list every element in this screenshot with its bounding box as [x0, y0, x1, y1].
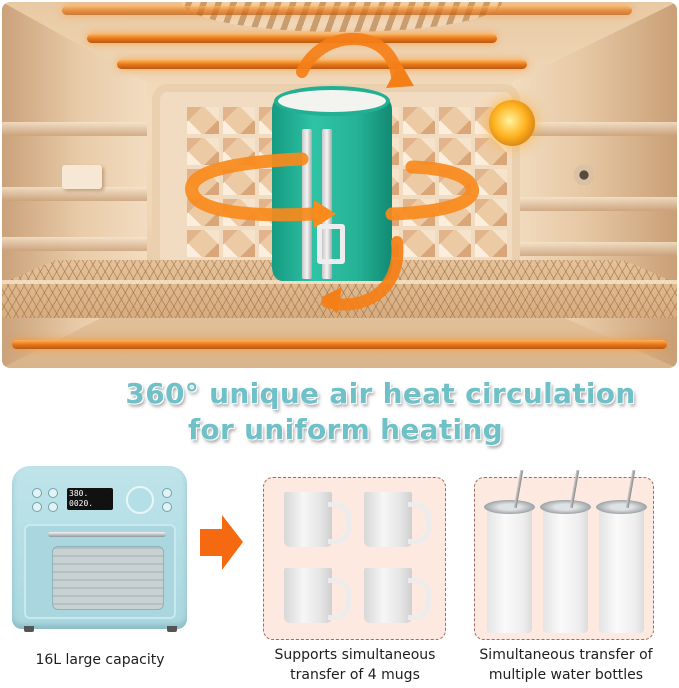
- mugs-panel: [263, 477, 446, 640]
- bottles-caption: Simultaneous transfer of multiple water …: [479, 647, 653, 683]
- rack-clip: [62, 165, 102, 189]
- mug: [284, 568, 351, 623]
- mug: [284, 492, 351, 547]
- oven-interior-image: [2, 2, 677, 368]
- wall-bolt: [574, 165, 594, 185]
- headline: 360° unique air heat circulation for uni…: [0, 376, 679, 448]
- oven-display: 380. 0020.: [67, 488, 113, 510]
- headline-line-2: for uniform heating: [187, 413, 504, 446]
- arrow-right-icon: [200, 515, 243, 570]
- air-fryer-oven-image: 380. 0020.: [12, 466, 187, 636]
- oven-lamp-icon: [489, 100, 535, 146]
- tumbler: [484, 470, 535, 633]
- heating-element-bottom: [12, 340, 667, 349]
- air-circulation-arrows: [185, 32, 479, 314]
- heating-element-top-2: [117, 60, 527, 69]
- capacity-caption: 16L large capacity: [35, 652, 165, 668]
- mug: [364, 492, 431, 547]
- mug: [364, 568, 431, 623]
- tumbler: [596, 470, 647, 633]
- tumbler: [540, 470, 591, 633]
- heating-element-top-3: [62, 6, 632, 15]
- mug-press-wrap: [272, 84, 392, 289]
- headline-line-1: 360° unique air heat circulation: [125, 377, 636, 410]
- mugs-caption: Supports simultaneous transfer of 4 mugs: [274, 647, 436, 683]
- bottles-panel: [474, 470, 654, 640]
- oven-knob-icon: [126, 486, 154, 514]
- circulation-arrow-horizontal-icon: [185, 152, 479, 222]
- heating-element-top-1: [87, 34, 497, 43]
- circulation-arrow-vertical-icon: [296, 32, 404, 311]
